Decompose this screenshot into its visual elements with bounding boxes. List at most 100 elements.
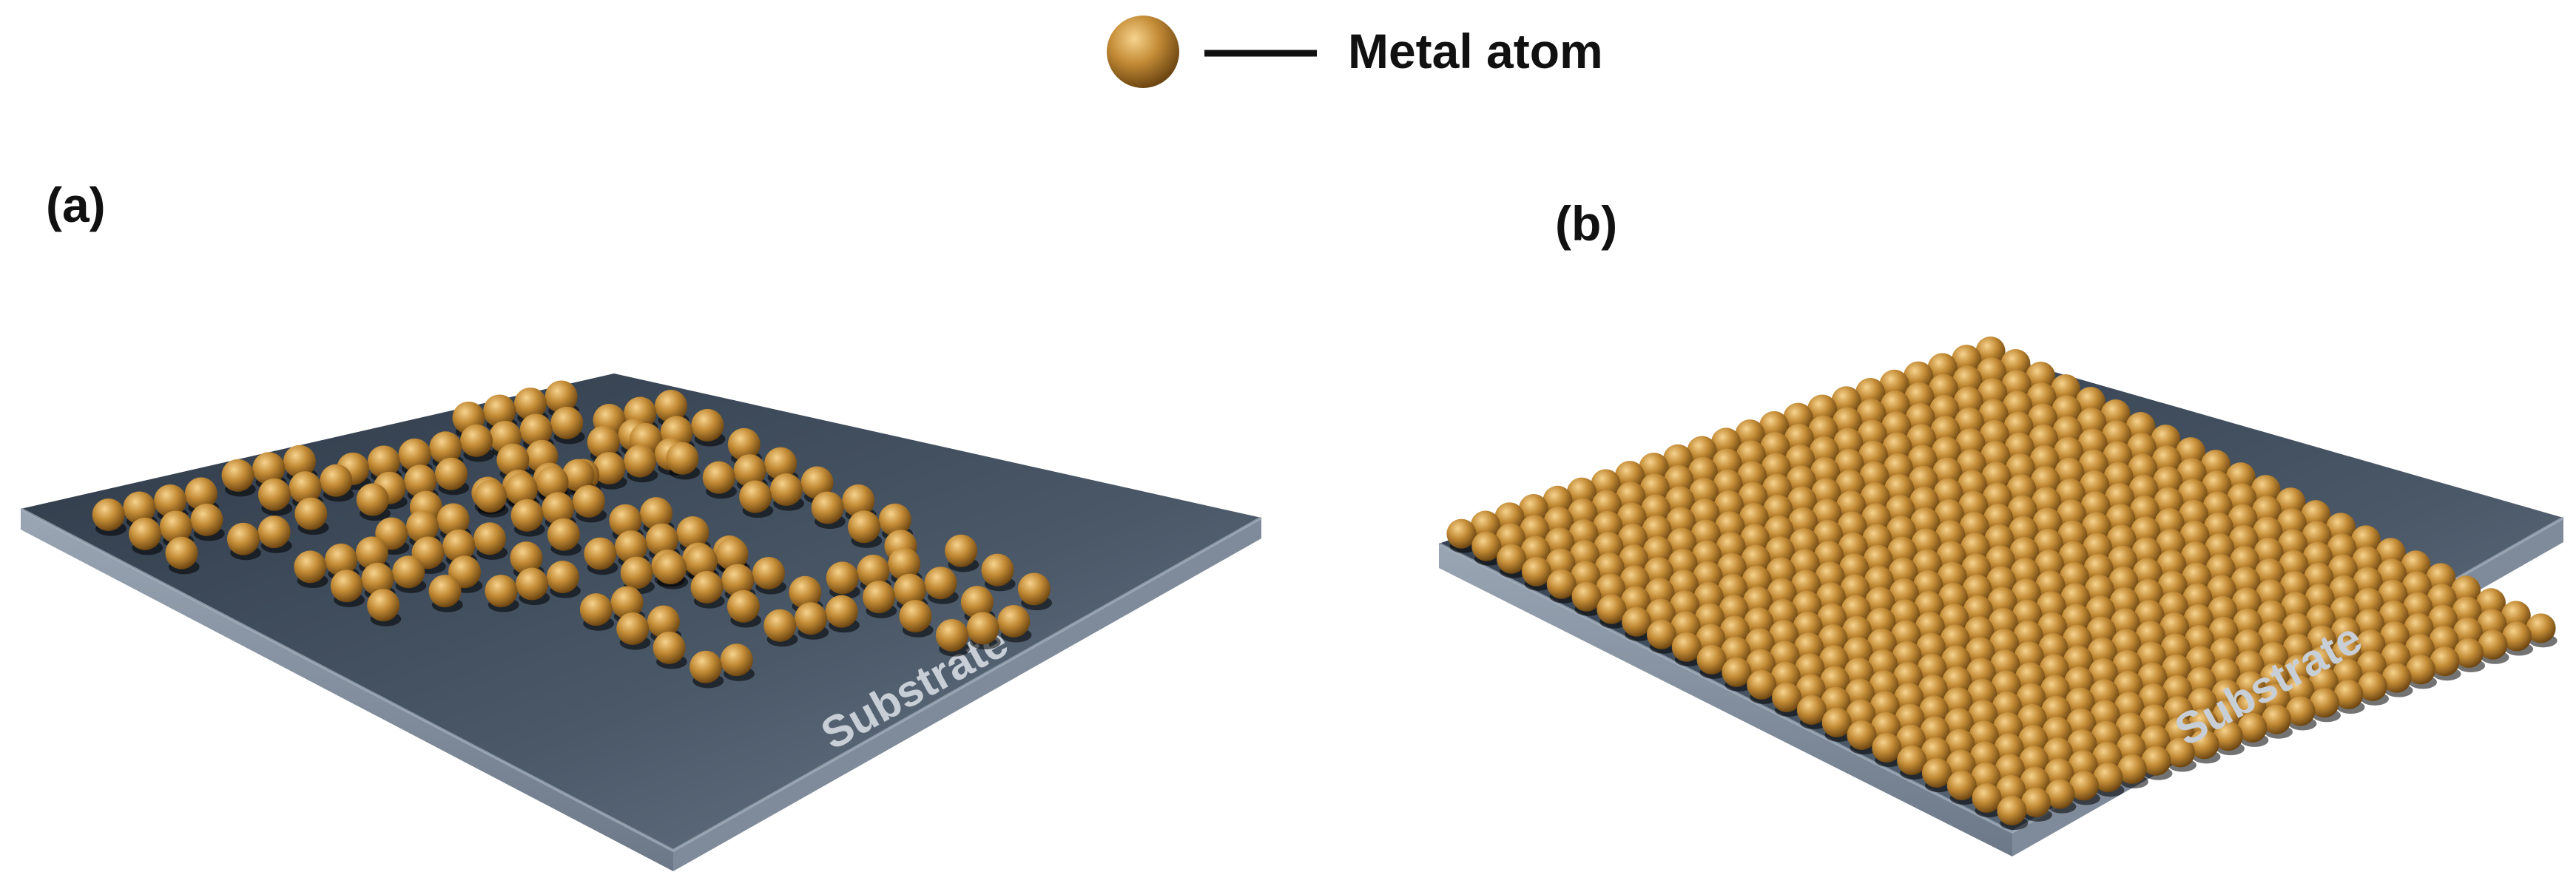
panel-b-atom: [1719, 615, 1750, 646]
panel-a-atom: [715, 538, 749, 571]
panel-b-atom: [2080, 470, 2110, 500]
panel-b-atom: [1815, 582, 1846, 612]
panel-b-atom: [2475, 588, 2506, 618]
panel-a-atom: [811, 491, 844, 524]
panel-a-atom: [857, 554, 890, 587]
panel-b-atom: [1963, 595, 1993, 625]
panel-b-atom: [2188, 709, 2219, 739]
panel-b-atom: [1796, 674, 1826, 704]
panel-b-atom: [2092, 741, 2122, 771]
panel-b-atom: [2285, 675, 2315, 706]
panel-b-atom: [1945, 729, 1975, 759]
panel-a-atom: [945, 534, 978, 567]
panel-a-atom: [848, 510, 881, 544]
panel-a-atom: [739, 480, 772, 513]
panel-b-atom: [1869, 670, 1899, 700]
panel-b-atom: [2154, 507, 2185, 538]
panel-b-atom: [2087, 637, 2117, 667]
panel-b-atom: [1784, 423, 1814, 453]
panel-b-atom: [2381, 642, 2411, 672]
panel-b-atom: [1645, 598, 1676, 629]
panel-a-atom: [330, 569, 363, 603]
panel-b-atom: [1884, 473, 1915, 504]
panel-a-atom: [92, 498, 125, 531]
panel-b-atom: [2163, 696, 2194, 726]
panel-b-atom: [1844, 678, 1875, 709]
panel-b-atom: [2020, 766, 2050, 797]
panel-b-atom: [2003, 411, 2034, 442]
panel-b-atom: [1494, 502, 1525, 533]
panel-a-atom: [516, 567, 549, 601]
panel-b-atom: [2403, 592, 2433, 622]
panel-b-atom: [1542, 485, 1573, 516]
panel-b-atom: [2066, 708, 2096, 738]
panel-b-atom: [2091, 720, 2121, 751]
panel-b-atom: [2036, 591, 2066, 621]
panel-b-atom: [2379, 621, 2410, 652]
panel-a-atom: [997, 604, 1031, 638]
panel-b-atom: [1831, 386, 1861, 416]
panel-b-atom: [1764, 516, 1794, 546]
panel-b-atom: [2157, 570, 2188, 601]
panel-b-atom: [2155, 529, 2185, 559]
panel-b-atom: [2058, 541, 2088, 571]
panel-b-atom: [1497, 544, 1527, 574]
panel-b-atom: [1665, 507, 1696, 537]
panel-b-atom: [2007, 495, 2037, 525]
panel-b-atom: [2115, 712, 2145, 743]
panel-b-atom: [1844, 658, 1874, 688]
panel-a-atom: [764, 447, 798, 480]
panel-b-atom: [1894, 683, 1924, 713]
panel-b-atom: [1847, 720, 1877, 750]
panel-b-atom: [2039, 654, 2069, 684]
panel-b-atom: [1991, 670, 2021, 700]
panel-b-atom: [2131, 537, 2162, 567]
panel-b-atom: [1953, 386, 1983, 416]
panel-b-atom: [1596, 573, 1625, 604]
panel-a-atom: [584, 537, 617, 570]
panel-b-atom: [1860, 482, 1890, 513]
panel-a-atom: [361, 562, 394, 595]
panel-b-atom: [2377, 558, 2407, 589]
panel-a-atom: [550, 406, 584, 439]
panel-b-atom: [1837, 511, 1867, 541]
panel-b-atom: [2001, 370, 2032, 400]
panel-b-atom: [2138, 683, 2168, 714]
panel-b-atom: [1838, 532, 1868, 562]
panel-b-atom: [1992, 691, 2022, 721]
panel-b-atom: [2113, 671, 2143, 701]
panel-a-atom: [610, 586, 644, 619]
panel-b-atom: [1969, 741, 2000, 771]
panel-b-atom: [2427, 604, 2458, 635]
panel-b-atom: [1863, 544, 1893, 575]
panel-a-atom: [769, 473, 803, 507]
panel-b-atom: [1620, 586, 1651, 616]
panel-b-atom: [2151, 425, 2181, 455]
panel-b-atom: [2233, 629, 2264, 659]
panel-a-atom: [165, 536, 198, 569]
panel-b-atom: [1918, 675, 1948, 705]
panel-a-atom: [825, 595, 858, 628]
panel-b-atom: [2065, 687, 2095, 717]
panel-b-atom: [2187, 687, 2217, 717]
panel-b-atom: [1997, 796, 2027, 826]
panel-b-atom: [1614, 461, 1645, 491]
panel-b-atom: [1933, 478, 1963, 508]
panel-b-atom: [1882, 432, 1912, 462]
panel-b-atom: [1770, 641, 1800, 671]
panel-b-atom: [1471, 531, 1502, 561]
panel-b-atom: [1985, 545, 2015, 575]
panel-b-substrate-front-edge: [1439, 544, 2012, 856]
panel-b-atom: [2012, 599, 2043, 629]
panel-b-atom: [2037, 612, 2067, 642]
panel-b-atom: [1793, 632, 1824, 663]
panel-b-atom: [1644, 557, 1674, 587]
panel-a-atom: [647, 605, 680, 638]
panel-b-atom: [2111, 629, 2142, 659]
panel-b-atom: [2026, 382, 2057, 413]
panel-b-atom: [2182, 583, 2213, 613]
panel-b-atom: [2108, 566, 2139, 596]
panel-b-atom: [2228, 524, 2259, 555]
panel-a-atom: [325, 543, 358, 576]
